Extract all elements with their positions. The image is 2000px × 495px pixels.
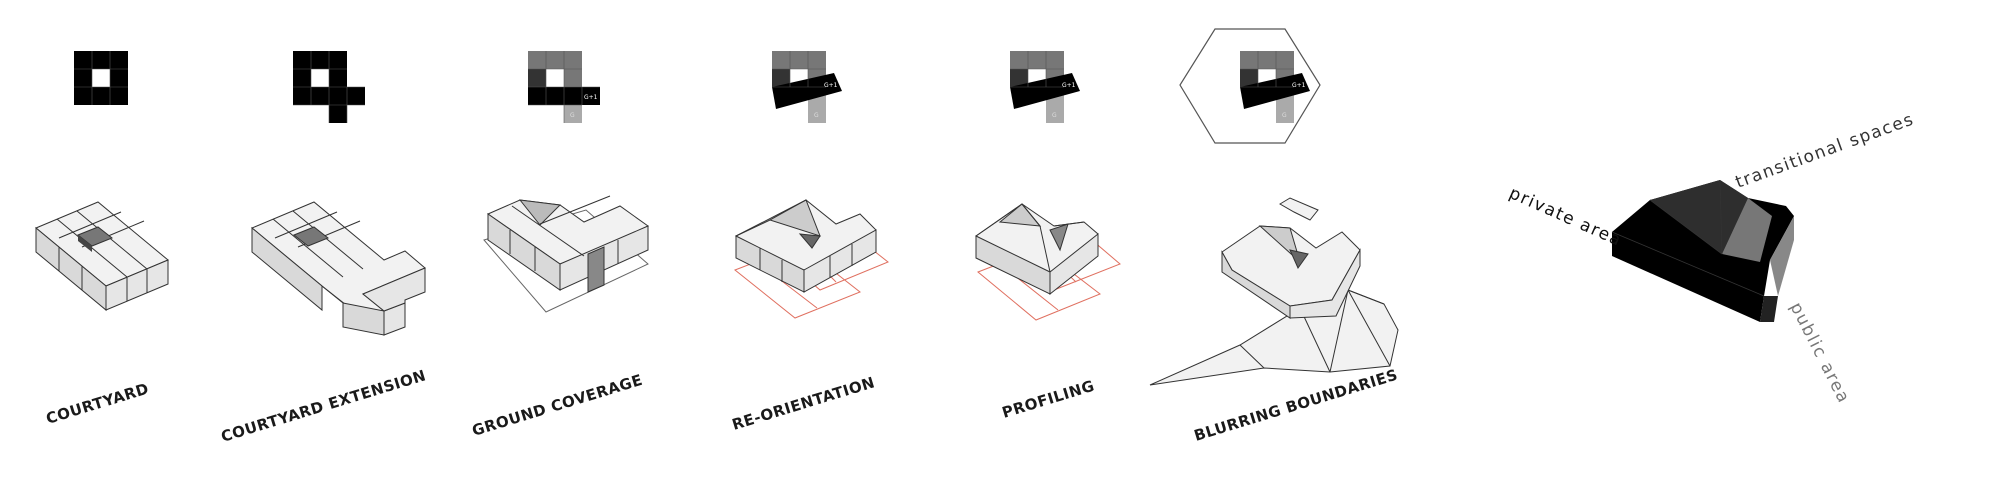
plan-tag-upper: G+1 (1062, 82, 1076, 89)
plan-re-orientation: G+1 G (772, 51, 842, 123)
axo-courtyard-extension (251, 201, 426, 336)
axo-profiling (975, 203, 1121, 321)
plan-tag-upper: G+1 (584, 94, 598, 101)
step-label-courtyard: COURTYARD (44, 379, 151, 427)
zone-label-private: private area (1506, 183, 1625, 251)
plan-tag-lower: G (814, 112, 819, 119)
axo-ground-coverage (483, 195, 649, 313)
axo-zoning-model (1611, 179, 1794, 322)
plan-courtyard (74, 51, 128, 105)
step-label-blurring-boundaries: BLURRING BOUNDARIES (1192, 366, 1400, 445)
plan-tag-upper: G+1 (824, 82, 838, 89)
axo-courtyard (35, 201, 169, 312)
step-label-profiling: PROFILING (1000, 377, 1097, 422)
axo-blurring-boundaries (1149, 197, 1399, 386)
plan-tag-upper: G+1 (1292, 82, 1306, 89)
plan-ground-coverage: G+1 G (528, 51, 600, 123)
plan-tag-lower: G (570, 112, 575, 119)
axo-re-orientation (734, 199, 889, 319)
step-label-re-orientation: RE-ORIENTATION (730, 373, 877, 434)
zone-label-public: public area (1786, 299, 1854, 407)
zone-label-transitional: transitional spaces (1733, 109, 1917, 192)
plan-tag-lower: G (1052, 112, 1057, 119)
hexagon-outline (1179, 28, 1321, 144)
step-label-ground-coverage: GROUND COVERAGE (470, 371, 645, 440)
plan-courtyard-extension (293, 51, 365, 123)
plan-blurring-boundaries: G+1 G (1179, 28, 1321, 144)
step-label-courtyard-extension: COURTYARD EXTENSION (219, 366, 428, 446)
plan-tag-lower: G (1282, 112, 1287, 119)
plan-profiling: G+1 G (1010, 51, 1080, 123)
